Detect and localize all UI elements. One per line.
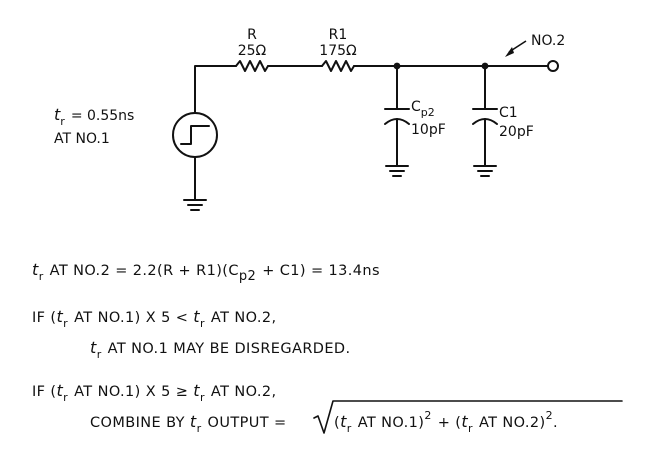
source-location: AT NO.1 [54, 131, 110, 147]
capacitor-c1-name: C1 [499, 105, 518, 121]
resistor-r [235, 60, 269, 72]
resistor-r1-name: R1 [329, 27, 348, 43]
ground-symbol-source [183, 199, 207, 211]
source-rise-time: tr= 0.55ns [54, 105, 134, 128]
resistor-r-value: 25Ω [238, 43, 267, 59]
capacitor-cp2-name: Cp2 [411, 99, 435, 119]
step-voltage-source [172, 112, 218, 158]
node2-pointer-arrow [505, 40, 527, 57]
node2-label: NO.2 [531, 33, 565, 49]
output-terminal-no2 [547, 60, 559, 72]
ground-symbol-c1 [473, 165, 497, 177]
ground-symbol-cp2 [385, 165, 409, 177]
resistor-r1-value: 175Ω [319, 43, 357, 59]
capacitor-cp2-value: 10pF [411, 122, 446, 138]
resistor-r1 [321, 60, 355, 72]
resistor-r-name: R [247, 27, 257, 43]
square-root-sign [313, 400, 623, 434]
circuit-labels: R 25Ω R1 175Ω NO.2 Cp2 10pF C1 20pF tr= … [54, 27, 565, 147]
wire-source-top [194, 65, 237, 113]
circuit-diagram [172, 40, 559, 211]
capacitor-c1-value: 20pF [499, 124, 534, 140]
